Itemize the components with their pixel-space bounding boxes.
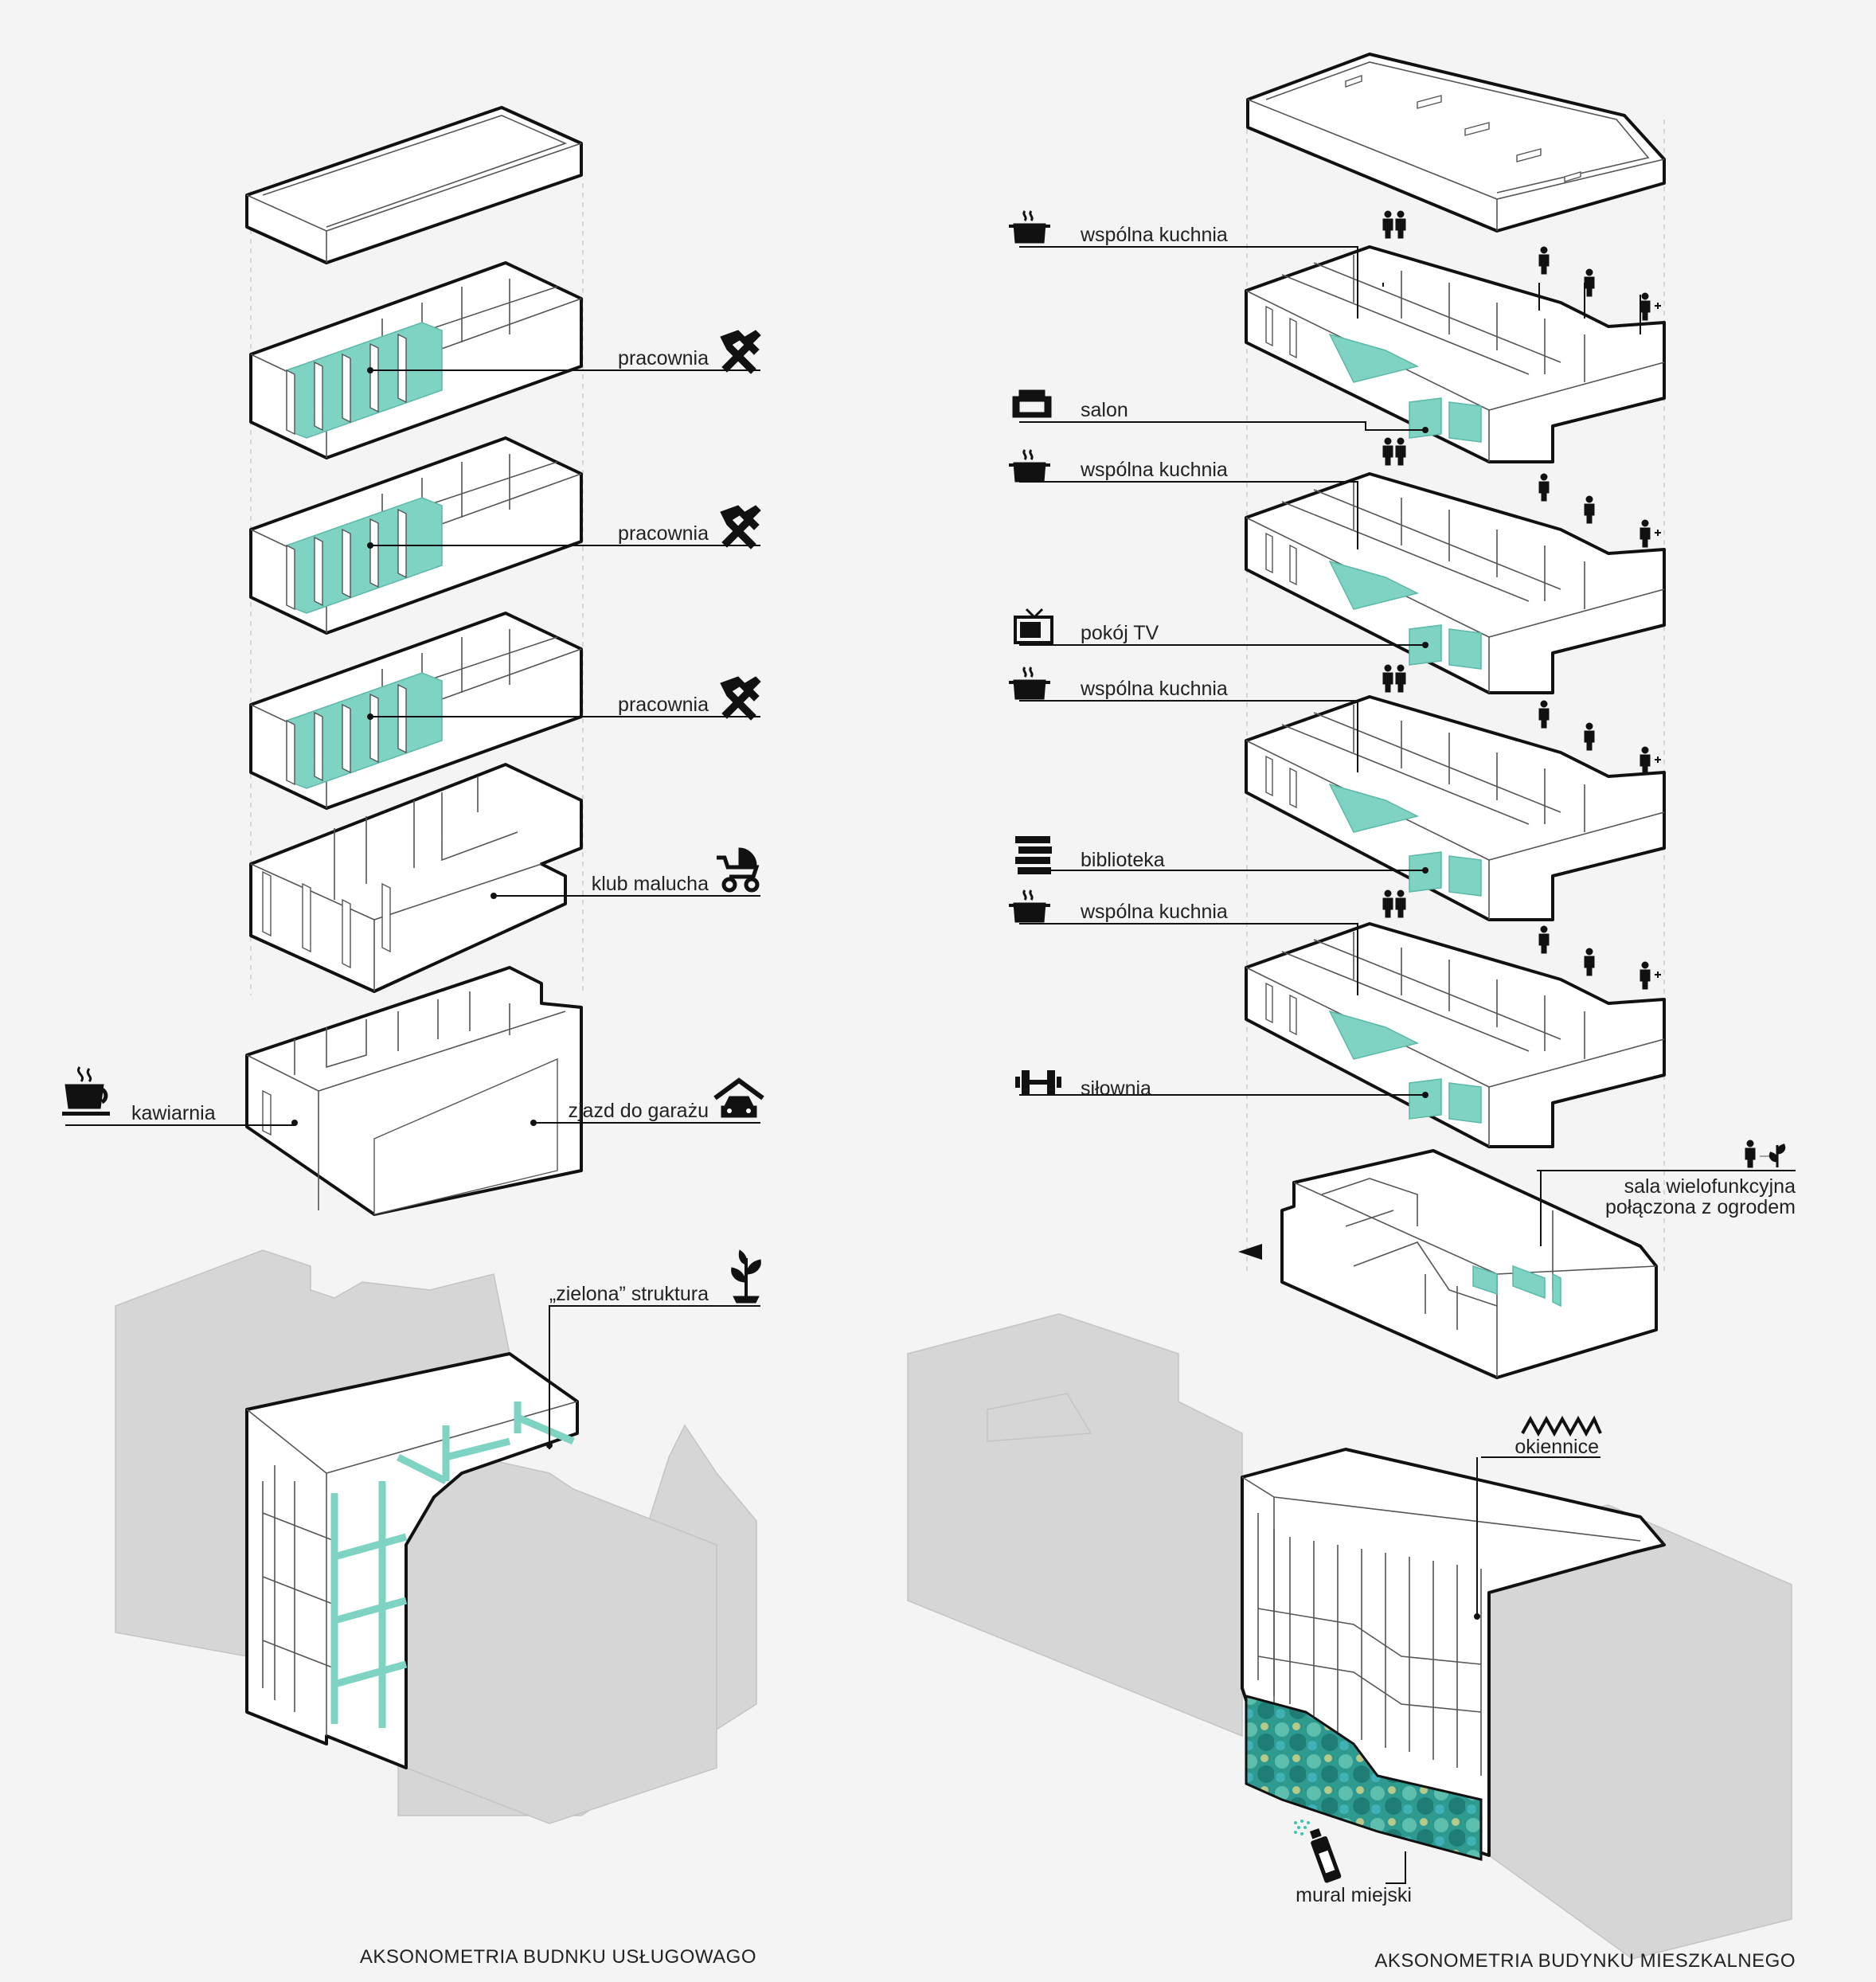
label-klub-malucha: klub malucha bbox=[592, 873, 709, 895]
left-floor-pracownia-3 bbox=[249, 612, 583, 810]
caption-right: AKSONOMETRIA BUDYNKU MIESZKALNEGO bbox=[1374, 1950, 1796, 1972]
tools-icon bbox=[720, 505, 761, 549]
label-okiennice: okiennice bbox=[1514, 1436, 1599, 1458]
pot-icon bbox=[1009, 210, 1050, 244]
right-building-perspective bbox=[907, 1313, 1792, 1960]
right-roof-slab bbox=[1246, 53, 1666, 233]
left-floor-ground bbox=[245, 966, 583, 1216]
label-polaczona-z-ogrodem: połączona z ogrodem bbox=[1605, 1196, 1796, 1218]
pot-icon bbox=[1009, 889, 1050, 923]
label-wspolna-kuchnia-2: wspólna kuchnia bbox=[1080, 459, 1228, 481]
label-sala-wielofunkcyjna: sala wielofunkcyjna bbox=[1624, 1175, 1796, 1198]
right-floor-1 bbox=[1245, 245, 1666, 463]
label-mural-miejski: mural miejski bbox=[1296, 1884, 1412, 1906]
left-roof-slab bbox=[245, 106, 583, 264]
label-kawiarnia: kawiarnia bbox=[131, 1102, 216, 1124]
right-floor-ground bbox=[1280, 1149, 1658, 1379]
sofa-icon bbox=[1012, 389, 1052, 418]
label-silownia: siłownia bbox=[1081, 1077, 1151, 1100]
person-plus-icon bbox=[1640, 292, 1661, 990]
tools-icon bbox=[720, 330, 761, 374]
books-icon bbox=[1015, 836, 1052, 874]
pot-icon bbox=[1009, 667, 1050, 700]
right-floor-4 bbox=[1245, 922, 1666, 1148]
left-building-perspective bbox=[115, 1249, 757, 1824]
left-floor-pracownia-2 bbox=[249, 436, 583, 635]
stroller-icon bbox=[717, 847, 760, 893]
left-floor-klub-malucha bbox=[249, 763, 583, 993]
label-salon: salon bbox=[1081, 399, 1128, 421]
label-pokoj-tv: pokój TV bbox=[1081, 622, 1159, 644]
dumbbell-icon bbox=[1015, 1070, 1061, 1094]
spray-can-icon bbox=[1294, 1820, 1342, 1883]
coffee-icon bbox=[62, 1066, 110, 1116]
label-zjazd-do-garazu: zjazd do garażu bbox=[568, 1100, 709, 1122]
right-floor-2 bbox=[1245, 472, 1666, 694]
person-icon bbox=[1538, 246, 1595, 976]
label-wspolna-kuchnia-1: wspólna kuchnia bbox=[1080, 224, 1228, 246]
label-pracownia-1: pracownia bbox=[618, 347, 709, 369]
left-floor-pracownia-1 bbox=[249, 261, 583, 459]
zigzag-icon bbox=[1521, 1415, 1602, 1437]
label-zielona-struktura: „zielona” struktura bbox=[549, 1283, 709, 1305]
left-leaders bbox=[65, 367, 760, 1449]
caption-left: AKSONOMETRIA BUDNKU USŁUGOWAGO bbox=[360, 1946, 756, 1968]
label-pracownia-3: pracownia bbox=[618, 694, 709, 716]
pot-icon bbox=[1009, 449, 1050, 483]
tv-icon bbox=[1014, 608, 1053, 644]
people-icon bbox=[1382, 210, 1406, 918]
arrow-icon bbox=[1238, 1244, 1262, 1260]
right-floor-3 bbox=[1245, 695, 1666, 921]
label-biblioteka: biblioteka bbox=[1081, 849, 1165, 871]
tools-icon bbox=[720, 676, 761, 721]
label-wspolna-kuchnia-3: wspólna kuchnia bbox=[1080, 678, 1228, 700]
plant-icon bbox=[731, 1249, 761, 1304]
label-pracownia-2: pracownia bbox=[618, 522, 709, 545]
right-leaders bbox=[1019, 246, 1796, 1884]
label-wspolna-kuchnia-4: wspólna kuchnia bbox=[1080, 901, 1228, 923]
garage-car-icon bbox=[713, 1077, 764, 1118]
person-garden-icon bbox=[1745, 1140, 1786, 1168]
